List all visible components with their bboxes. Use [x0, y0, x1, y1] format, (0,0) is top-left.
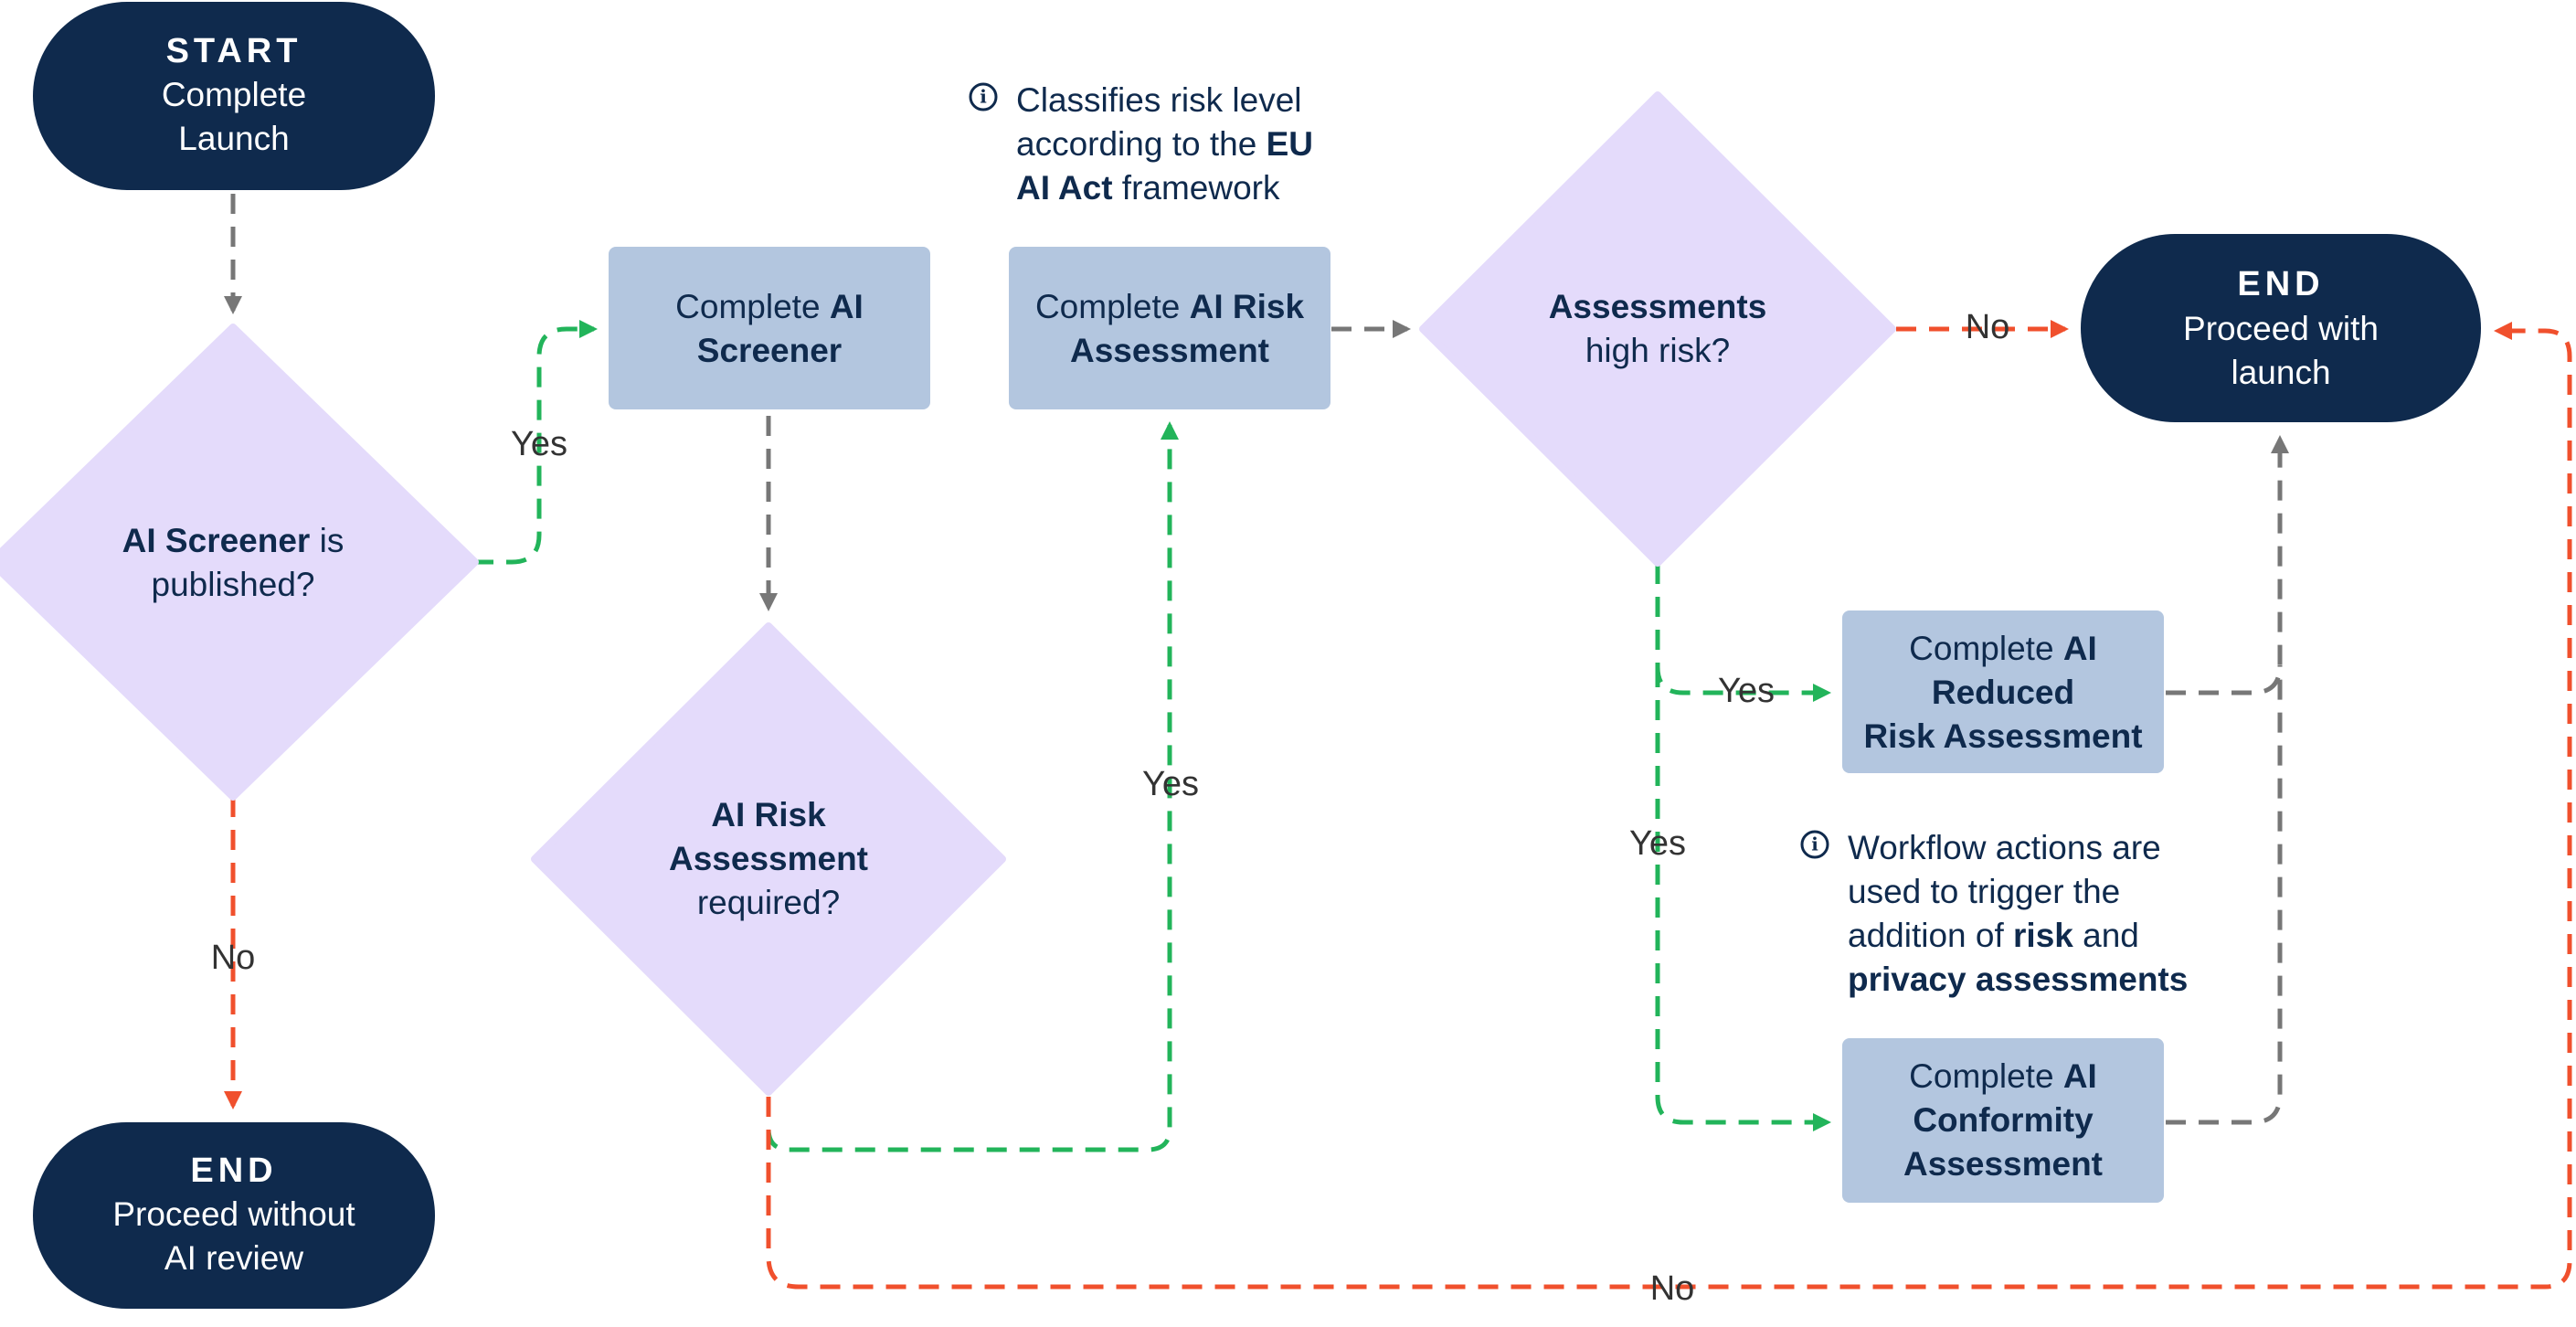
process-conformity-line2: Conformity: [1913, 1101, 2094, 1139]
process-screener-line2: Screener: [697, 332, 842, 369]
label-no-screener: No: [211, 939, 256, 977]
decision-screener-published: AI Screener is published?: [0, 324, 479, 801]
decision-risk-required-line3: required?: [697, 884, 840, 921]
process-conformity-line1: Complete AI: [1909, 1057, 2097, 1095]
note-workflow-line3: addition of risk and: [1848, 917, 2139, 954]
arrow-risk-required-no: [766, 322, 2572, 1290]
info-icon: i: [1800, 830, 1829, 859]
process-risk-line1: Complete AI Risk: [1035, 288, 1304, 325]
decision-high-risk-line1: Assessments: [1549, 288, 1767, 325]
label-yes-conformity: Yes: [1629, 824, 1686, 863]
note-workflow-line4: privacy assessments: [1848, 961, 2188, 998]
process-conformity-line3: Assessment: [1903, 1145, 2103, 1183]
note-eu-ai-act: i Classifies risk level according to the…: [969, 81, 1313, 207]
start-head: START: [166, 32, 302, 70]
arrow-screener-yes: [473, 320, 598, 565]
decision-risk-required-line1: AI Risk: [711, 796, 826, 833]
svg-text:i: i: [980, 86, 987, 108]
arrow-conformity-to-end: [2166, 665, 2283, 1125]
decision-screener-line2: published?: [152, 566, 315, 603]
note-eu-line2: according to the EU: [1016, 125, 1313, 163]
process-ai-risk-assessment: Complete AI Risk Assessment: [1009, 247, 1330, 409]
note-eu-line3: AI Act framework: [1016, 169, 1280, 207]
decision-risk-required-line2: Assessment: [669, 840, 868, 877]
end-without-head: END: [190, 1152, 277, 1190]
label-yes-risk-required: Yes: [1142, 765, 1199, 803]
svg-text:i: i: [1811, 833, 1818, 855]
end-without-line2: AI review: [164, 1239, 303, 1277]
note-workflow-line2: used to trigger the: [1848, 873, 2120, 910]
label-no-risk-required: No: [1650, 1269, 1695, 1308]
process-screener-line1: Complete AI: [675, 288, 864, 325]
start-terminal: START Complete Launch: [33, 2, 435, 190]
decision-screener-line1: AI Screener is: [122, 522, 345, 559]
process-ai-conformity: Complete AI Conformity Assessment: [1842, 1038, 2164, 1203]
process-reduced-line3: Risk Assessment: [1863, 717, 2142, 755]
arrow-high-risk-yes-conformity: [1655, 667, 1831, 1131]
decision-high-risk-line2: high risk?: [1585, 332, 1730, 369]
end-with-line2: launch: [2231, 354, 2330, 391]
note-eu-line1: Classifies risk level: [1016, 81, 1302, 119]
decision-risk-required: AI Risk Assessment required?: [531, 622, 1006, 1096]
end-with-line1: Proceed with: [2183, 310, 2379, 347]
decision-high-risk: Assessments high risk?: [1419, 91, 1896, 567]
label-yes-reduced: Yes: [1718, 672, 1775, 710]
end-with-terminal: END Proceed with launch: [2081, 234, 2481, 422]
note-workflow-actions: i Workflow actions are used to trigger t…: [1800, 829, 2188, 998]
label-no-high-risk: No: [1966, 308, 2010, 346]
start-line1: Complete: [162, 76, 306, 113]
process-ai-reduced-risk: Complete AI Reduced Risk Assessment: [1842, 610, 2164, 773]
label-yes-screener: Yes: [511, 425, 567, 463]
process-risk-line2: Assessment: [1070, 332, 1269, 369]
process-reduced-line2: Reduced: [1932, 674, 2074, 711]
note-workflow-line1: Workflow actions are: [1848, 829, 2161, 866]
start-line2: Launch: [178, 120, 289, 157]
process-ai-screener: Complete AI Screener: [609, 247, 930, 409]
end-without-terminal: END Proceed without AI review: [33, 1122, 435, 1309]
arrow-reduced-to-end: [2166, 435, 2289, 695]
end-with-head: END: [2237, 265, 2324, 303]
process-reduced-line1: Complete AI: [1909, 630, 2097, 667]
end-without-line1: Proceed without: [112, 1195, 355, 1233]
info-icon: i: [969, 82, 998, 111]
